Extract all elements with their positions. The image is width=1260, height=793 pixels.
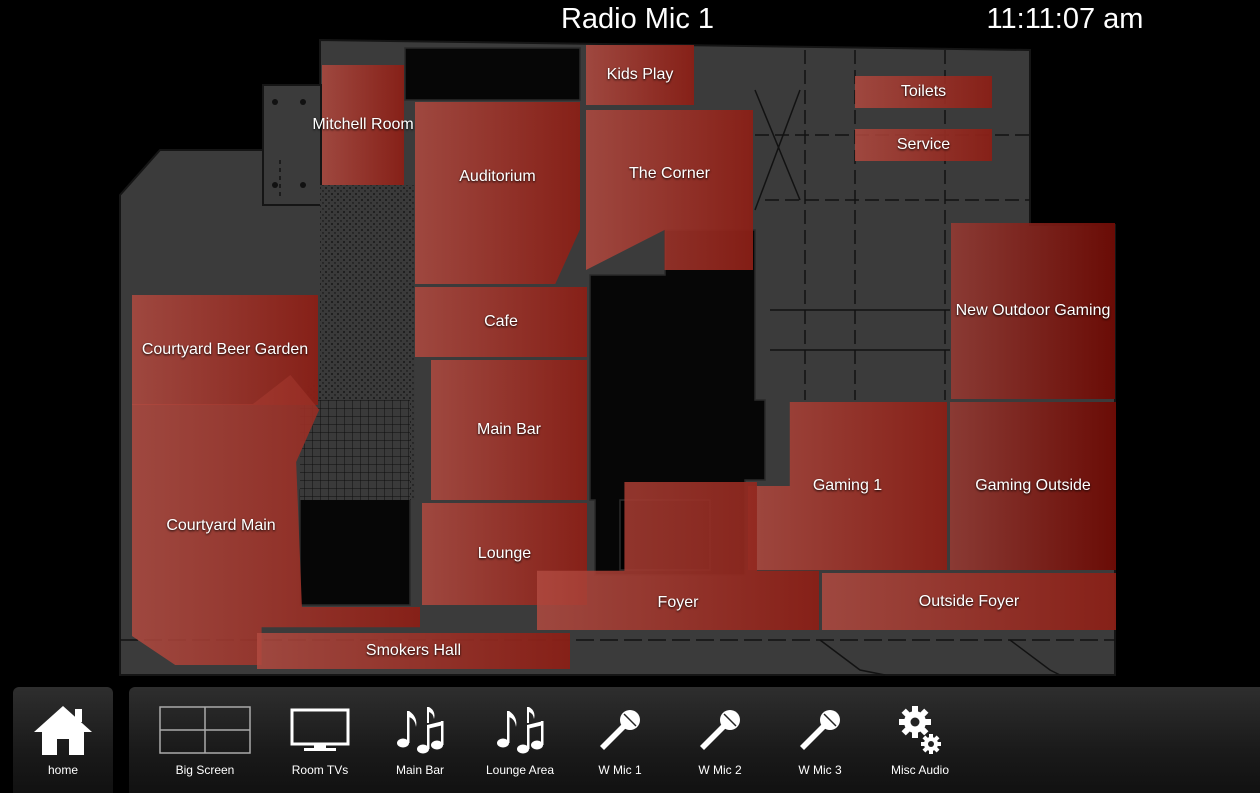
room-label: Main Bar — [476, 421, 542, 438]
page-title: Radio Mic 1 — [560, 3, 715, 35]
source-dock: Big Screen Room TVs — [129, 687, 1260, 793]
room-label: Lounge — [477, 545, 532, 562]
tv-icon — [270, 701, 370, 759]
w-mic-2-label: W Mic 2 — [698, 763, 742, 777]
w-mic-2-button[interactable]: W Mic 2 — [670, 687, 770, 793]
room-label: Toilets — [900, 83, 947, 100]
room-label: Courtyard Main — [166, 517, 276, 534]
room-label: Courtyard Beer Garden — [141, 341, 309, 358]
home-label: home — [47, 763, 79, 777]
microphone-icon — [570, 701, 670, 759]
room-mitchell-room[interactable]: Mitchell Room — [312, 65, 414, 185]
room-toilets[interactable]: Toilets — [855, 76, 992, 108]
room-kids-play[interactable]: Kids Play — [586, 45, 694, 105]
gears-icon — [870, 701, 970, 759]
w-mic-3-label: W Mic 3 — [798, 763, 842, 777]
room-label: Kids Play — [606, 66, 674, 83]
lounge-area-audio-button[interactable]: Lounge Area — [470, 687, 570, 793]
room-label: The Corner — [629, 165, 710, 182]
room-label: Cafe — [484, 313, 518, 330]
room-tvs-button[interactable]: Room TVs — [270, 687, 370, 793]
room-label: Mitchell Room — [312, 116, 414, 133]
room-the-corner[interactable]: The Corner — [586, 110, 753, 270]
room-label: Outside Foyer — [918, 592, 1020, 610]
room-label: Auditorium — [459, 168, 536, 185]
room-tvs-label: Room TVs — [291, 763, 349, 777]
w-mic-1-label: W Mic 1 — [598, 763, 642, 777]
music-notes-icon — [470, 701, 570, 759]
home-icon — [13, 701, 113, 759]
lounge-area-label: Lounge Area — [485, 763, 555, 777]
home-button-inner: home — [13, 687, 113, 793]
w-mic-1-button[interactable]: W Mic 1 — [570, 687, 670, 793]
w-mic-3-button[interactable]: W Mic 3 — [770, 687, 870, 793]
room-smokers-hall[interactable]: Smokers Hall — [257, 633, 570, 669]
room-outside-foyer[interactable]: Outside Foyer — [822, 573, 1116, 630]
room-label: New Outdoor Gaming — [955, 302, 1111, 319]
microphone-icon — [670, 701, 770, 759]
room-gaming-outside[interactable]: Gaming Outside — [950, 402, 1116, 570]
room-cafe[interactable]: Cafe — [415, 287, 587, 357]
room-label: Smokers Hall — [365, 642, 462, 659]
room-new-outdoor-gaming[interactable]: New Outdoor Gaming — [951, 223, 1115, 399]
big-screen-label: Big Screen — [175, 763, 235, 777]
room-label: Service — [896, 136, 951, 153]
main-bar-label: Main Bar — [395, 763, 445, 777]
big-screen-icon — [155, 701, 255, 759]
home-button[interactable]: home — [13, 687, 113, 793]
microphone-icon — [770, 701, 870, 759]
room-service[interactable]: Service — [855, 129, 992, 161]
room-label: Foyer — [657, 594, 699, 611]
room-main-bar[interactable]: Main Bar — [431, 360, 587, 500]
room-label: Gaming 1 — [812, 477, 883, 494]
room-label: Gaming Outside — [975, 477, 1091, 494]
main-bar-audio-button[interactable]: Main Bar — [370, 687, 470, 793]
misc-audio-label: Misc Audio — [890, 763, 950, 777]
misc-audio-button[interactable]: Misc Audio — [870, 687, 970, 793]
clock: 11:11:07 am — [986, 3, 1144, 35]
big-screen-button[interactable]: Big Screen — [155, 687, 255, 793]
music-notes-icon — [370, 701, 470, 759]
grid-floor — [300, 400, 410, 500]
room-auditorium[interactable]: Auditorium — [415, 102, 580, 284]
